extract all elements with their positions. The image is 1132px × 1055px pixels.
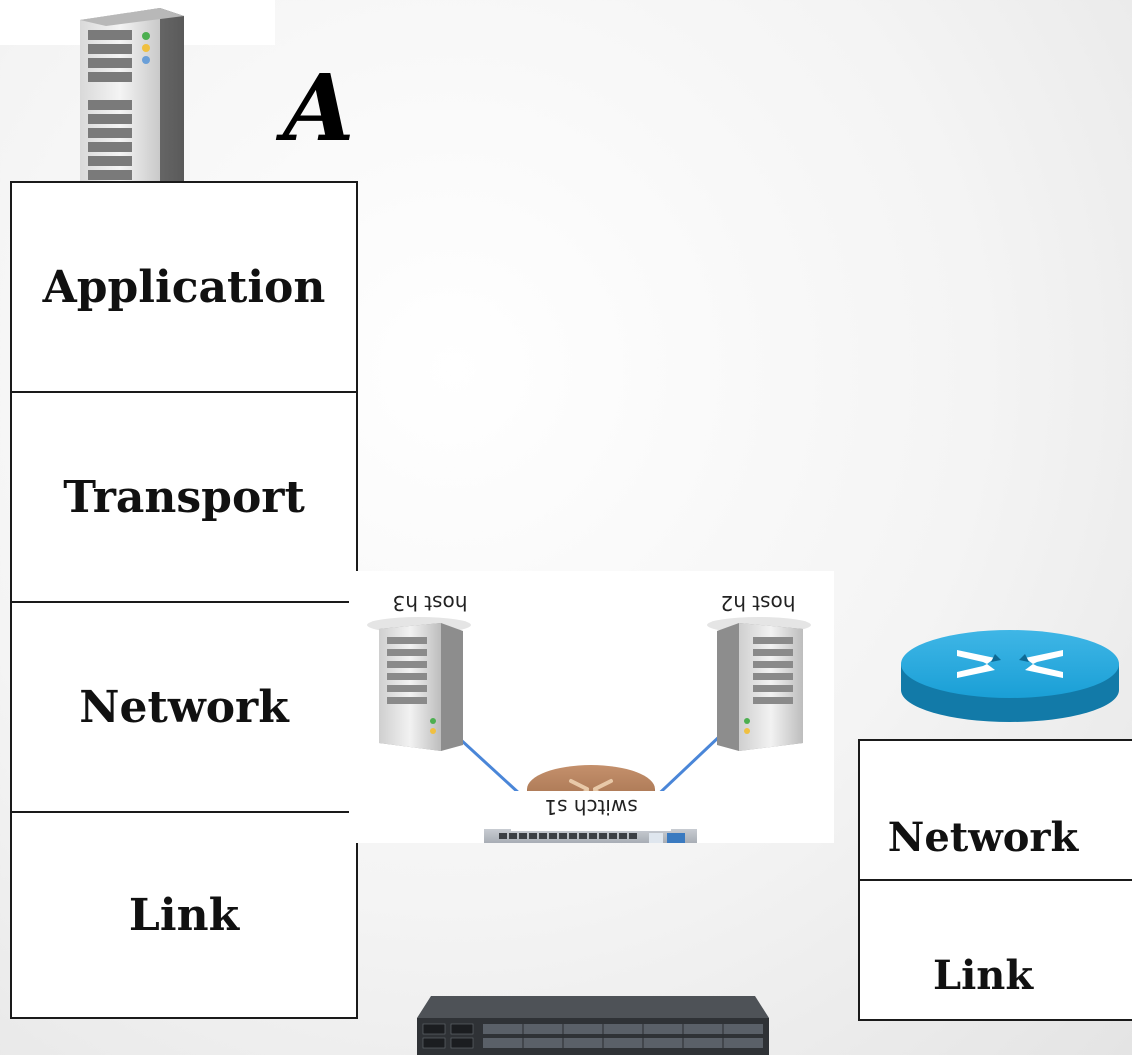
layer-network: Network: [12, 603, 356, 813]
switch-s1-icon: [484, 829, 697, 891]
host-h2-server-icon: [707, 617, 811, 751]
host-h2-label: host h2: [720, 591, 796, 615]
router-protocol-stack: Network Link: [858, 739, 1132, 1021]
server-icon: [70, 8, 194, 206]
host-h3-server-icon: [367, 617, 471, 751]
layer-transport: Transport: [12, 393, 356, 603]
router-icon: [901, 630, 1119, 722]
layer-application: Application: [12, 183, 356, 393]
switch-s1-label: switch s1: [544, 795, 638, 819]
host-label: A: [283, 54, 355, 162]
layer-link: Link: [128, 889, 240, 941]
host-h3-label: host h3: [392, 591, 468, 615]
switch-label-backdrop: [511, 791, 671, 831]
host-protocol-stack: Application Transport Network Link: [10, 181, 358, 1019]
rack-switch-icon: [417, 996, 769, 1055]
router-layer-network: Network: [860, 741, 1132, 881]
router-layer-link: Link: [932, 952, 1034, 999]
